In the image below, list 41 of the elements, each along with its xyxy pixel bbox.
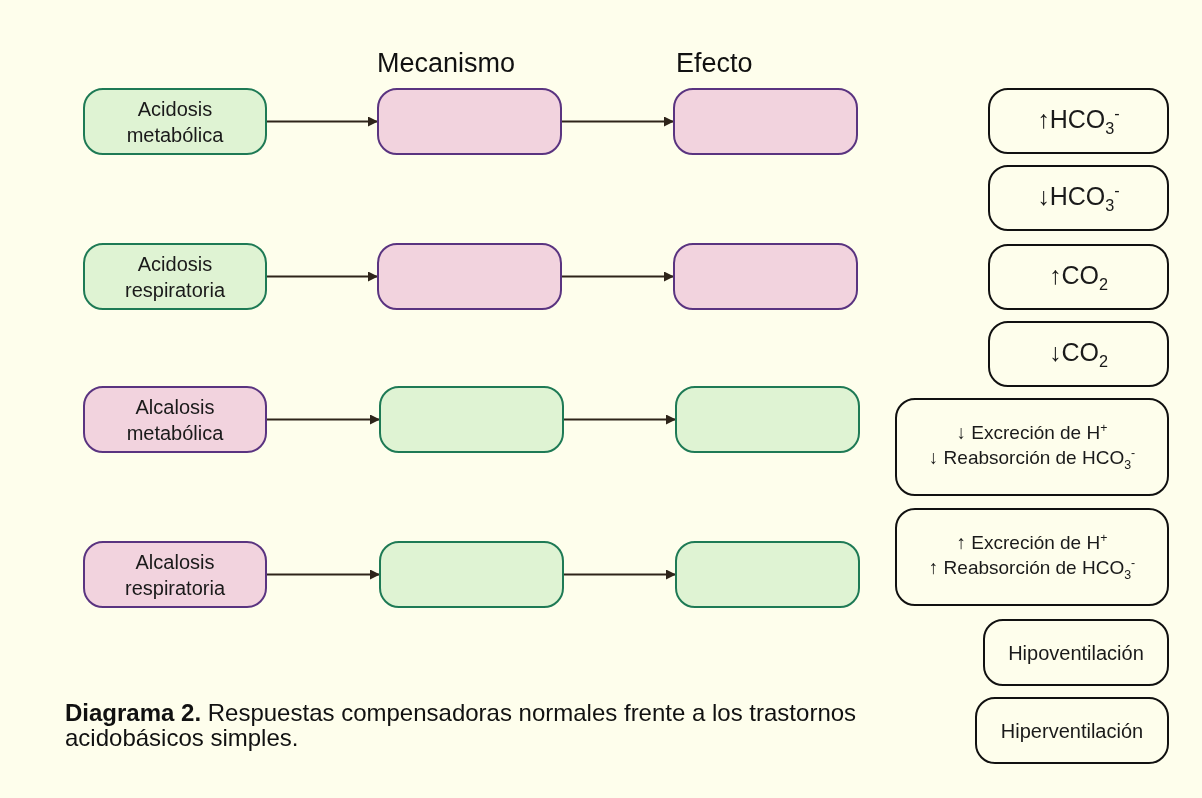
- arrow: [564, 414, 676, 425]
- box-text: Hiperventilación: [999, 718, 1145, 744]
- arrow: [267, 271, 378, 282]
- box-text: Acidosis respiratoria: [123, 251, 226, 303]
- answer-option-box: [975, 697, 1169, 764]
- disorder-box: [83, 541, 267, 608]
- blank-answer-box: [673, 88, 858, 155]
- blank-answer-box: [675, 386, 860, 453]
- answer-option-box: [988, 244, 1169, 310]
- answer-option-box: [895, 508, 1169, 606]
- answer-option-box: [988, 321, 1169, 387]
- box-text: ↑ Excreción de H$^{+}$: [956, 531, 1108, 556]
- answer-option-box: [983, 619, 1169, 686]
- blank-answer-box: [675, 541, 860, 608]
- disorder-box: [83, 243, 267, 310]
- arrow: [267, 116, 378, 127]
- arrow: [562, 116, 674, 127]
- blank-answer-box: [673, 243, 858, 310]
- blank-answer-box: [377, 88, 562, 155]
- blank-answer-box: [379, 386, 564, 453]
- box-text: Hipoventilación: [1007, 640, 1145, 666]
- answer-option-box: [988, 88, 1169, 154]
- column-heading: Mecanismo: [377, 48, 516, 79]
- blank-answer-box: [379, 541, 564, 608]
- answer-option-box: [988, 165, 1169, 231]
- column-heading: Efecto: [676, 48, 753, 79]
- arrow: [562, 271, 674, 282]
- box-text: Alcalosis respiratoria: [123, 549, 226, 601]
- box-text: ↓ Excreción de H$^{+}$: [956, 421, 1108, 446]
- arrow: [564, 569, 676, 580]
- answer-option-box: [895, 398, 1169, 496]
- arrow: [267, 569, 380, 580]
- blank-answer-box: [377, 243, 562, 310]
- box-text: Alcalosis metabólica: [125, 394, 225, 446]
- arrow: [267, 414, 380, 425]
- caption: Diagrama 2. Respuestas compensadoras normales frente a los trastornos acidobásicos simples.: [65, 700, 858, 751]
- box-text: ↑CO$_{2}$: [1048, 260, 1108, 294]
- disorder-box: [83, 88, 267, 155]
- box-text: Acidosis metabólica: [125, 96, 225, 148]
- box-text: ↓CO$_{2}$: [1048, 337, 1108, 371]
- disorder-box: [83, 386, 267, 453]
